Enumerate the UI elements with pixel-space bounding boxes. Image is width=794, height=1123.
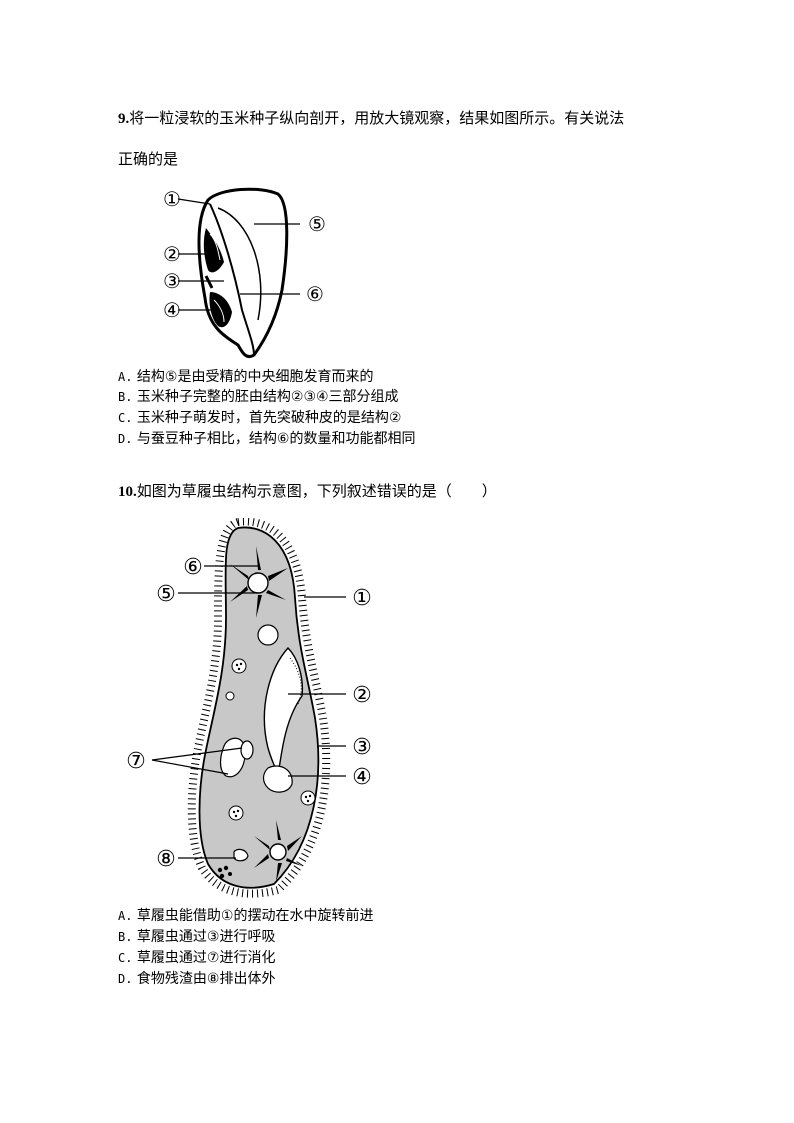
option-text: 草履虫通过③进行呼吸 — [136, 929, 276, 945]
seed-inner-boundary — [209, 203, 255, 356]
option-letter: D. — [118, 972, 133, 986]
food-vacuole-7b[interactable] — [240, 740, 254, 760]
food-vacuole-right — [300, 790, 316, 806]
q9-stem-line2: 正确的是 — [118, 150, 179, 168]
q10-stem: 10.如图为草履虫结构示意图，下列叙述错误的是（ ） — [118, 481, 497, 502]
option-letter: B. — [118, 390, 133, 404]
corn-seed-diagram: ① ② ③ ④ ⑤ ⑥ — [163, 187, 326, 359]
q9-label-3: ③ — [163, 269, 181, 293]
q9-option-c[interactable]: C. 玉米种子萌发时，首先突破种皮的是结构② — [118, 408, 401, 428]
option-text: 食物残渣由⑧排出体外 — [136, 971, 276, 987]
option-letter: B. — [118, 930, 133, 944]
option-letter: C. — [118, 951, 133, 965]
contractile-vacuole-bottom[interactable] — [254, 820, 302, 882]
q9-label-4: ④ — [163, 298, 181, 322]
option-letter: C. — [118, 411, 133, 425]
q10-label-2: ② — [352, 683, 372, 708]
q9-option-b[interactable]: B. 玉米种子完整的胚由结构②③④三部分组成 — [118, 387, 399, 407]
paramecium-diagram: ⑥ ⑤ ① ② ③ ④ ⑦ ⑧ — [126, 518, 372, 898]
option-letter: A. — [118, 909, 133, 923]
option-text: 草履虫能借助①的摆动在水中旋转前进 — [136, 908, 374, 924]
waste-particles — [217, 865, 232, 879]
q10-label-3: ③ — [352, 735, 372, 760]
q10-option-d[interactable]: D. 食物残渣由⑧排出体外 — [118, 969, 275, 989]
q9-option-a[interactable]: A. 结构⑤是由受精的中央细胞发育而来的 — [118, 367, 373, 387]
contractile-vacuole-top[interactable] — [230, 546, 288, 618]
paramecium-body[interactable] — [198, 526, 320, 889]
plumule — [203, 228, 224, 273]
q10-option-c[interactable]: C. 草履虫通过⑦进行消化 — [118, 948, 275, 968]
seed-outline — [197, 187, 289, 359]
option-text: 玉米种子萌发时，首先突破种皮的是结构② — [136, 410, 402, 426]
option-letter: A. — [118, 370, 133, 384]
q9-label-5: ⑤ — [308, 212, 326, 236]
q10-option-b[interactable]: B. 草履虫通过③进行呼吸 — [118, 927, 275, 947]
q10-number: 10. — [118, 484, 137, 500]
q9-number: 9. — [118, 111, 130, 127]
q10-label-6: ⑥ — [183, 555, 203, 580]
q9-stem-text: 将一粒浸软的玉米种子纵向剖开，用放大镜观察，结果如图所示。有关说法 — [129, 109, 625, 127]
food-vacuole-lower — [228, 805, 244, 821]
forming-food-vacuole[interactable] — [262, 765, 293, 793]
q10-stem-text: 如图为草履虫结构示意图，下列叙述错误的是（ ） — [136, 482, 497, 500]
q9-stem-line1: 9.将一粒浸软的玉米种子纵向剖开，用放大镜观察，结果如图所示。有关说法 — [118, 108, 624, 129]
q10-label-7: ⑦ — [126, 749, 146, 774]
q10-label-1: ① — [352, 586, 372, 611]
cilia — [187, 518, 331, 898]
option-text: 玉米种子完整的胚由结构②③④三部分组成 — [136, 389, 399, 405]
q10-option-a[interactable]: A. 草履虫能借助①的摆动在水中旋转前进 — [118, 906, 373, 926]
food-vacuole — [231, 658, 247, 674]
anal-pore[interactable] — [233, 848, 249, 862]
q9-label-6: ⑥ — [306, 282, 324, 306]
option-text: 与蚕豆种子相比，结构⑥的数量和功能都相同 — [136, 431, 416, 447]
q10-label-5: ⑤ — [156, 582, 176, 607]
q10-label-4: ④ — [352, 765, 372, 790]
q9-label-1: ① — [163, 187, 181, 211]
q10-label-8: ⑧ — [156, 847, 176, 872]
q9-label-2: ② — [163, 242, 181, 266]
option-text: 结构⑤是由受精的中央细胞发育而来的 — [136, 369, 374, 385]
macronucleus — [257, 624, 279, 646]
option-letter: D. — [118, 432, 133, 446]
option-text: 草履虫通过⑦进行消化 — [136, 950, 276, 966]
q9-option-d[interactable]: D. 与蚕豆种子相比，结构⑥的数量和功能都相同 — [118, 429, 415, 449]
